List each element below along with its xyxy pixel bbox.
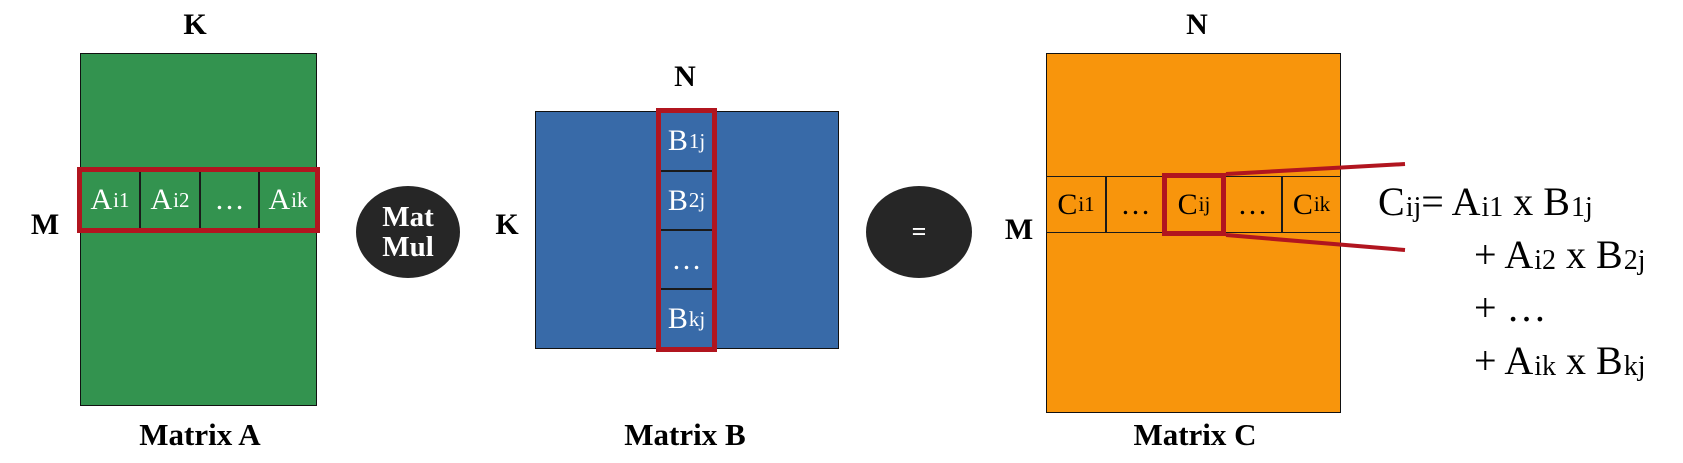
equation-lhs: Cij xyxy=(1378,179,1422,224)
equals-operator-symbol: = xyxy=(911,217,927,247)
matrix-a-cell-ellipsis: … xyxy=(200,170,259,230)
equation-line-4: + Aik x Bkj xyxy=(1474,338,1646,383)
matrix-a-row-highlight xyxy=(77,167,320,233)
matmul-operator-line1: Mat xyxy=(382,200,434,233)
matrix-b-col-dim: N xyxy=(674,60,696,93)
matrix-c-col-dim: N xyxy=(1186,8,1208,41)
equals-operator: = xyxy=(866,186,972,278)
matrix-c-cell-highlight xyxy=(1162,173,1226,236)
matrix-c-title: Matrix C xyxy=(1133,417,1257,452)
matrix-c-row-dim: M xyxy=(1004,213,1034,246)
equation-line-2: + Ai2 x B2j xyxy=(1474,232,1646,277)
equation-line-1: Cij= Ai1 x B1j xyxy=(1378,179,1593,224)
matrix-b-column-highlight xyxy=(656,108,717,352)
equation-line-3: + … xyxy=(1474,285,1547,330)
matrix-a-row-dim: M xyxy=(30,208,60,241)
matrix-b-title: Matrix B xyxy=(624,417,746,452)
matrix-a-col-dim: K xyxy=(183,8,207,41)
matrix-a-title: Matrix A xyxy=(139,417,261,452)
matrix-b-row-dim: K xyxy=(495,208,519,241)
matmul-operator: Mat Mul xyxy=(356,186,460,278)
zoom-line-bottom xyxy=(1225,233,1406,252)
zoom-line-top xyxy=(1225,162,1406,176)
matmul-operator-line2: Mul xyxy=(382,231,434,263)
